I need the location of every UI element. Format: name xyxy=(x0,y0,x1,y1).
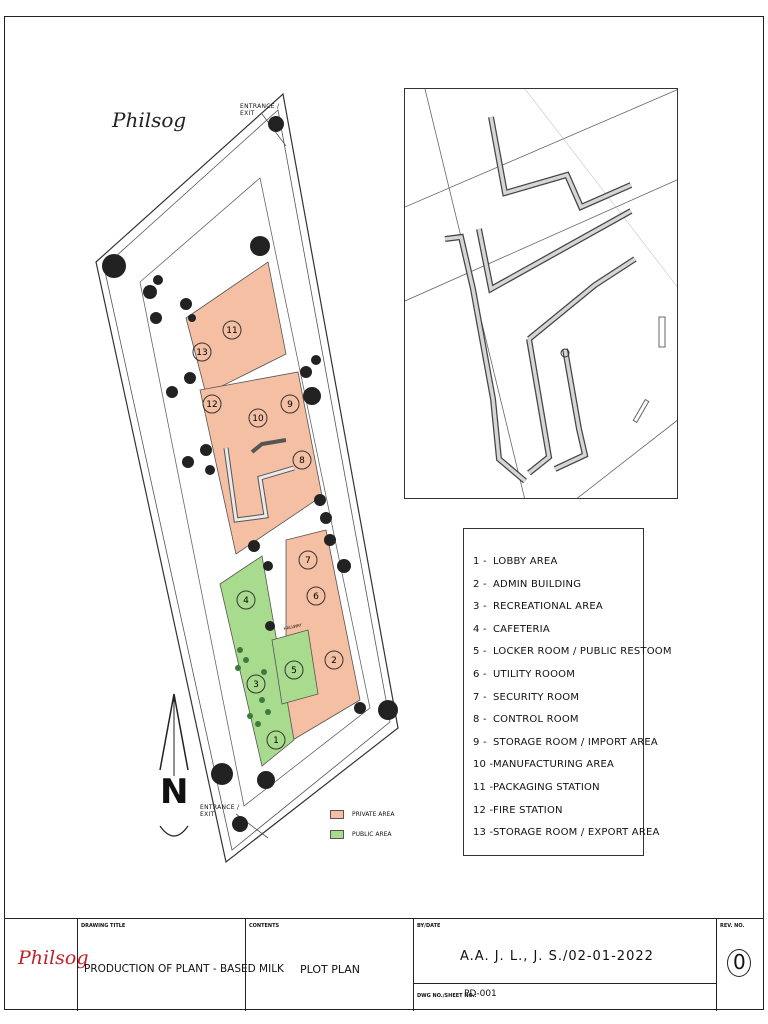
list-item: 8 -CONTROL ROOM xyxy=(473,714,579,726)
zone-label: 12 xyxy=(206,400,217,410)
lot-boundary xyxy=(95,92,399,864)
rev-value: 0 xyxy=(733,950,746,974)
public-area xyxy=(219,555,295,767)
by-date-cell: BY/DATE A.A. J. L., J. S./02-01-2022 DWG… xyxy=(413,919,717,1011)
contents-value: PLOT PLAN xyxy=(300,963,361,976)
list-item: 4 -CAFETERIA xyxy=(473,623,550,635)
zone-label: 5 xyxy=(291,666,297,676)
layout-detail-drawing xyxy=(405,89,677,498)
zone-label: 2 xyxy=(331,656,337,666)
title-block: Philsog DRAWING TITLE PRODUCTION OF PLAN… xyxy=(4,918,764,1011)
list-item: 12 -FIRE STATION xyxy=(473,804,563,816)
zone-label: 7 xyxy=(305,556,311,566)
zone-label: 10 xyxy=(252,414,264,424)
drawing-sheet xyxy=(4,16,764,1010)
north-label: N xyxy=(160,772,189,812)
tree-icons xyxy=(102,116,398,832)
legend-item-private: PRIVATE AREA xyxy=(330,804,394,824)
rev-cell: REV. NO. 0 xyxy=(716,919,764,1011)
title-block-logo: Philsog xyxy=(18,947,89,969)
public-area-lockers xyxy=(271,629,319,705)
entrance-label-bottom: ENTRANCE /EXIT xyxy=(200,804,240,818)
private-area-north xyxy=(185,261,287,395)
list-item: 13 -STORAGE ROOM / EXPORT AREA xyxy=(473,827,660,839)
by-date-label: BY/DATE xyxy=(417,923,441,929)
list-item: 11 -PACKAGING STATION xyxy=(473,781,600,793)
legend-swatch xyxy=(330,809,344,819)
area-key-list: 1 -LOBBY AREA 2 -ADMIN BUILDING 3 -RECRE… xyxy=(463,528,672,856)
list-item: 2 -ADMIN BUILDING xyxy=(473,578,582,590)
zone-label: 4 xyxy=(243,596,249,606)
zone-label: 6 xyxy=(313,592,319,602)
north-arrow xyxy=(159,693,189,837)
zone-label: 3 xyxy=(253,680,259,690)
legend-item-public: PUBLIC AREA xyxy=(330,824,394,844)
contents-cell: CONTENTS PLOT PLAN xyxy=(245,919,413,1011)
list-item: 5 -LOCKER ROOM / PUBLIC RESTOOM xyxy=(473,646,672,658)
drawing-title-label: DRAWING TITLE xyxy=(81,923,126,929)
hallway-label: HALLWAY xyxy=(283,622,303,631)
zone-label: 9 xyxy=(287,400,293,410)
zone-label: 8 xyxy=(299,456,305,466)
drawing-title-cell: DRAWING TITLE PRODUCTION OF PLANT - BASE… xyxy=(77,919,284,1011)
legend-swatch xyxy=(330,829,344,839)
contents-label: CONTENTS xyxy=(249,923,280,929)
list-item: 10 -MANUFACTURING AREA xyxy=(473,759,615,771)
zone-label: 1 xyxy=(273,736,279,746)
zone-label: 11 xyxy=(226,326,237,336)
dwg-no-label: DWG NO./SHEET NO.: xyxy=(417,993,477,999)
rev-label: REV. NO. xyxy=(720,923,745,929)
list-item: 7 -SECURITY ROOM xyxy=(473,691,580,703)
road-inner xyxy=(139,177,371,807)
company-logo: Philsog xyxy=(112,108,187,132)
layout-detail-inset xyxy=(404,88,678,499)
list-item: 9 -STORAGE ROOM / IMPORT AREA xyxy=(473,736,658,748)
zone-label: 13 xyxy=(196,348,207,358)
zone-markers: 1 2 3 4 5 6 7 8 9 10 11 12 13 xyxy=(192,320,344,750)
list-item: 6 -UTILITY ROOOM xyxy=(473,668,576,680)
dwg-no-value: PD-001 xyxy=(464,989,497,999)
by-date-value: A.A. J. L., J. S./02-01-2022 xyxy=(460,949,654,964)
road-outer xyxy=(103,109,391,851)
list-item: 3 -RECREATIONAL AREA xyxy=(473,601,603,613)
area-legend: PRIVATE AREA PUBLIC AREA xyxy=(330,804,394,844)
small-tree-icons xyxy=(235,647,271,727)
list-item: 1 -LOBBY AREA xyxy=(473,556,558,567)
entrance-label-top: ENTRANCE /EXIT xyxy=(240,103,280,117)
drawing-title: PRODUCTION OF PLANT - BASED MILK xyxy=(84,963,284,975)
